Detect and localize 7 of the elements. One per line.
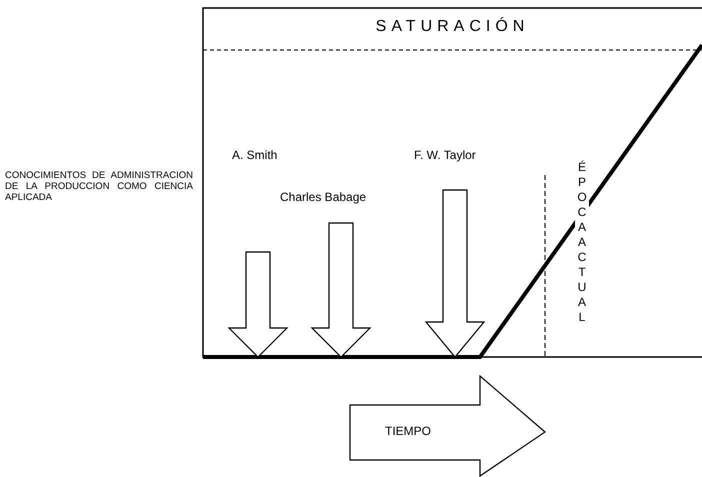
name-label: Charles Babage bbox=[280, 190, 366, 204]
name-label: A. Smith bbox=[232, 148, 278, 162]
name-label: F. W. Taylor bbox=[414, 148, 476, 162]
arrow-label: TIEMPO bbox=[385, 424, 432, 438]
block-arrow bbox=[349, 374, 546, 477]
axis-label: CONOCIMIENTOS DE ADMINISTRACION DE LA PRODUCCION COMO CIENCIA APLICADA bbox=[5, 170, 193, 203]
band-title: SATURACIÓN bbox=[205, 18, 700, 36]
